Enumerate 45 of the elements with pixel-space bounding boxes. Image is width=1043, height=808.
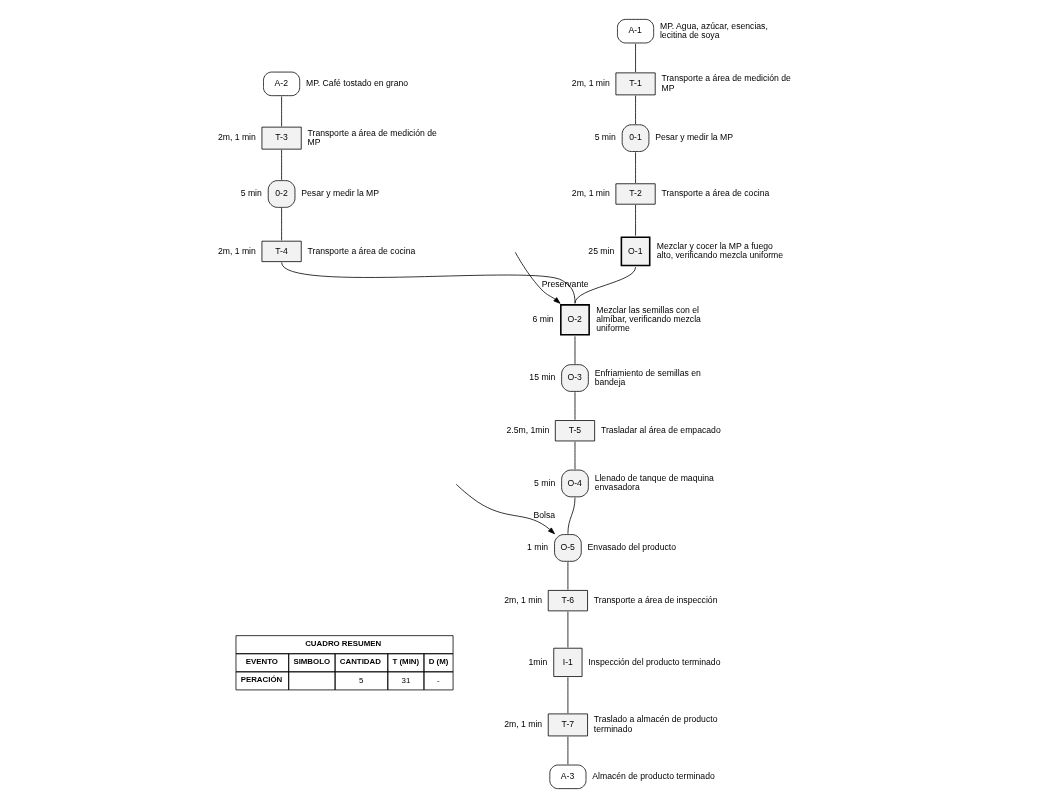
node-label: Pesar y medir la MP bbox=[301, 188, 380, 199]
node-label: Traslado a almacén de producto terminado bbox=[593, 714, 718, 734]
label: - bbox=[436, 675, 440, 685]
node-label: 1 min bbox=[527, 542, 549, 553]
node-label: Transporte a área de cocina bbox=[661, 188, 770, 199]
node-label: Enfriamiento de semillas en bandeja bbox=[594, 367, 701, 387]
node-label: Transporte a área de medición de MP bbox=[307, 127, 437, 148]
node-label: 2m, 1 min bbox=[571, 188, 610, 199]
node-label: MP. Café tostado en grano bbox=[305, 78, 409, 89]
node-label: 25 min bbox=[588, 245, 615, 256]
node-label: 15 min bbox=[529, 372, 556, 383]
label: 31 bbox=[401, 675, 411, 685]
node-label: 5 min bbox=[534, 477, 556, 488]
node-label: 5 min bbox=[594, 132, 616, 143]
label: PERACIÓN bbox=[240, 675, 283, 685]
node-label: 2m, 1 min bbox=[504, 719, 543, 730]
node-label: 6 min bbox=[532, 314, 554, 325]
node-label: 2m, 1 min bbox=[504, 594, 543, 605]
node-label: Transporte a área de inspección bbox=[593, 594, 718, 605]
node-label: Trasladar al área de empacado bbox=[600, 424, 721, 435]
node-label: Transporte a área de cocina bbox=[307, 245, 416, 256]
node-label: Almacén de producto terminado bbox=[592, 771, 715, 782]
node-label: 5 min bbox=[240, 188, 262, 199]
label: SIMBOLO bbox=[293, 656, 331, 666]
label: CANTIDAD bbox=[339, 656, 381, 666]
node-label: Mezclar y cocer la MP a fuego alto, verificando mezcla uniforme bbox=[656, 240, 784, 261]
label: T (MIN) bbox=[392, 656, 420, 666]
edge-label: Bolsa bbox=[533, 509, 556, 520]
node-label: Llenado de tanque de maquina envasadora bbox=[594, 472, 714, 493]
edge-label: Preservante bbox=[541, 279, 589, 290]
node-label: 2m, 1 min bbox=[217, 132, 256, 143]
node-label: Transporte a área de medición de MP bbox=[661, 73, 791, 93]
node-label: 2m, 1 min bbox=[571, 78, 610, 89]
node-label: 2.5m, 1min bbox=[506, 424, 550, 435]
node-label: MP. Agua, azúcar, esencias, lecitina de soya bbox=[659, 20, 768, 41]
node-label: Envasado del producto bbox=[587, 542, 676, 553]
node-label: Pesar y medir la MP bbox=[655, 132, 734, 143]
label: EVENTO bbox=[245, 656, 278, 666]
node-label: Inspección del producto terminado bbox=[588, 656, 721, 667]
node-label: 2m, 1 min bbox=[217, 245, 256, 256]
label: CUADRO RESUMEN bbox=[305, 638, 382, 648]
label: D (M) bbox=[428, 656, 449, 666]
label: 5 bbox=[359, 675, 364, 685]
node-label: 1min bbox=[528, 656, 548, 667]
node-label: Mezclar las semillas con el almíbar, verificando mezcla uniforme bbox=[596, 304, 701, 334]
